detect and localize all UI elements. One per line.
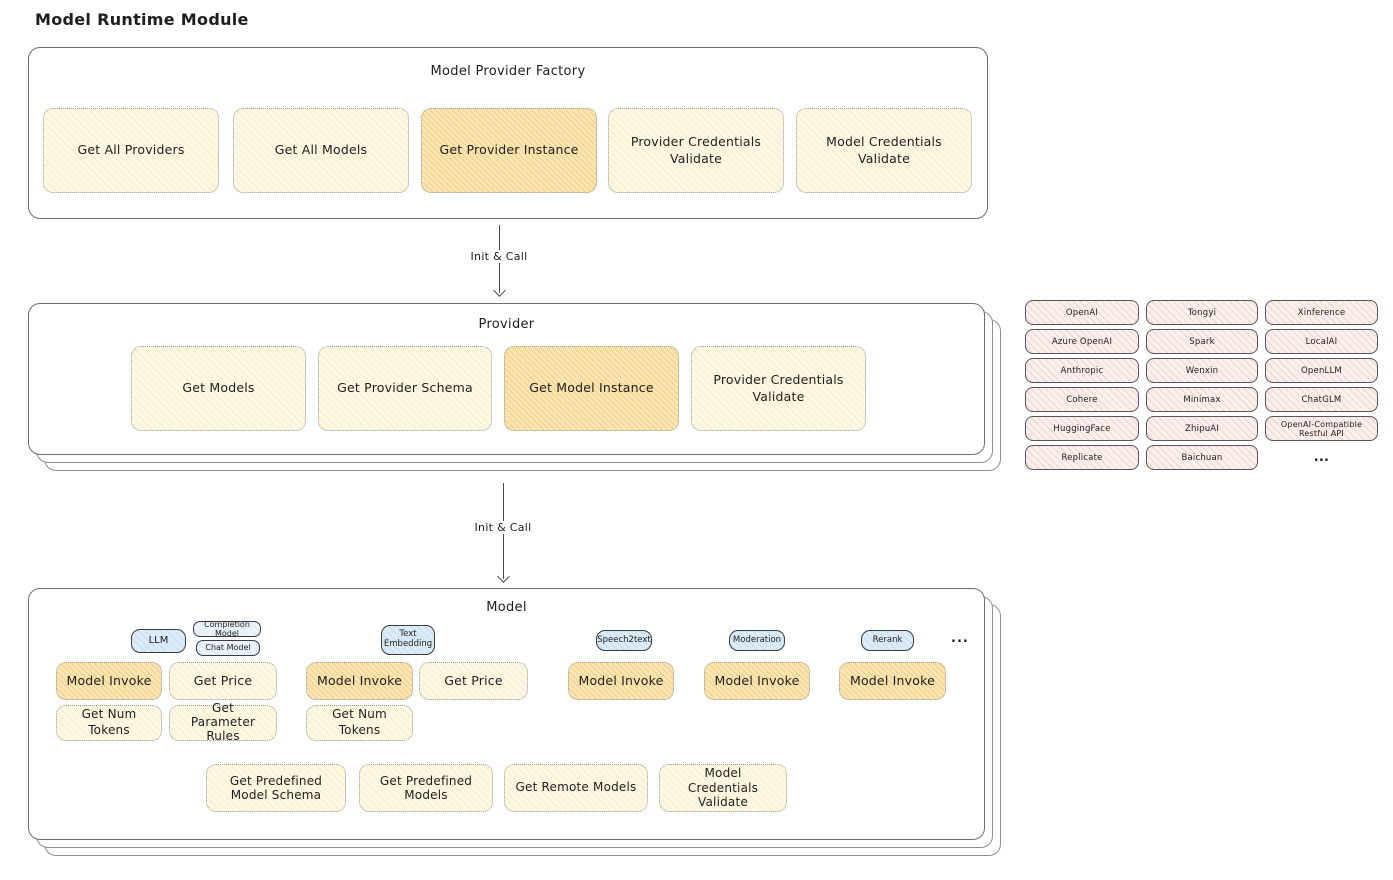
get-predefined-model-schema-box: Get Predefined Model Schema [206, 764, 346, 812]
provider-item-zhipuai: ZhipuAI [1146, 416, 1258, 441]
factory-box-model-credentials-validate: Model Credentials Validate [796, 108, 972, 193]
tag-speech2text: Speech2text [596, 630, 652, 651]
embedding-get-price-box: Get Price [419, 662, 528, 700]
tag-completion-model: Completion Model [193, 620, 261, 638]
provider-item-xinference: Xinference [1265, 300, 1378, 325]
page-title: Model Runtime Module [35, 10, 249, 29]
provider-item-replicate: Replicate [1025, 445, 1139, 470]
factory-box-get-provider-instance: Get Provider Instance [421, 108, 597, 193]
factory-panel: Model Provider Factory Get All Providers… [28, 47, 988, 219]
provider-item-azure-openai: Azure OpenAI [1025, 329, 1139, 354]
factory-title: Model Provider Factory [430, 64, 586, 79]
provider-grid: OpenAI Tongyi Xinference Azure OpenAI Sp… [1025, 300, 1378, 470]
tag-text-embedding: Text Embedding [381, 625, 435, 655]
llm-get-price-box: Get Price [169, 662, 277, 700]
provider-item-anthropic: Anthropic [1025, 358, 1139, 383]
tags-ellipsis: ... [951, 631, 969, 646]
provider-item-minimax: Minimax [1146, 387, 1258, 412]
provider-panel: Provider Get Models Get Provider Schema … [28, 303, 985, 455]
provider-box-get-models: Get Models [131, 346, 306, 431]
provider-item-spark: Spark [1146, 329, 1258, 354]
provider-item-chatglm: ChatGLM [1265, 387, 1378, 412]
provider-item-ellipsis: ... [1313, 450, 1330, 465]
provider-title: Provider [478, 317, 535, 332]
get-predefined-models-box: Get Predefined Models [359, 764, 493, 812]
provider-item-openllm: OpenLLM [1265, 358, 1378, 383]
provider-box-get-model-instance: Get Model Instance [504, 346, 679, 431]
rerank-model-invoke-box: Model Invoke [839, 662, 946, 700]
provider-item-openai: OpenAI [1025, 300, 1139, 325]
llm-get-parameter-rules-box: Get Parameter Rules [169, 701, 277, 743]
provider-item-tongyi: Tongyi [1146, 300, 1258, 325]
factory-box-get-all-models: Get All Models [233, 108, 409, 193]
provider-item-cohere: Cohere [1025, 387, 1139, 412]
provider-item-baichuan: Baichuan [1146, 445, 1258, 470]
provider-box-get-provider-schema: Get Provider Schema [318, 346, 492, 431]
tag-rerank: Rerank [861, 630, 914, 651]
model-title: Model [486, 600, 527, 615]
init-call-label-1: Init & Call [465, 250, 533, 263]
provider-box-provider-credentials-validate: Provider Credentials Validate [691, 346, 866, 431]
factory-box-get-all-providers: Get All Providers [43, 108, 219, 193]
init-call-label-2: Init & Call [469, 521, 537, 534]
model-panel: Model LLM Completion Model Chat Model Te… [28, 588, 985, 840]
embedding-get-num-tokens-box: Get Num Tokens [306, 705, 413, 741]
model-credentials-validate-box: Model Credentials Validate [659, 764, 787, 812]
get-remote-models-box: Get Remote Models [504, 764, 648, 812]
moderation-model-invoke-box: Model Invoke [704, 662, 810, 700]
provider-item-huggingface: HuggingFace [1025, 416, 1139, 441]
provider-item-openai-compatible-restful-api: OpenAI-Compatible Restful API [1265, 416, 1378, 441]
llm-model-invoke-box: Model Invoke [56, 662, 162, 700]
provider-item-localai: LocalAI [1265, 329, 1378, 354]
tag-moderation: Moderation [729, 630, 785, 651]
tag-llm: LLM [131, 629, 186, 653]
speech2text-model-invoke-box: Model Invoke [568, 662, 674, 700]
factory-box-provider-credentials-validate: Provider Credentials Validate [608, 108, 784, 193]
tag-chat-model: Chat Model [196, 640, 260, 656]
provider-item-wenxin: Wenxin [1146, 358, 1258, 383]
embedding-model-invoke-box: Model Invoke [306, 662, 413, 700]
llm-get-num-tokens-box: Get Num Tokens [56, 705, 162, 741]
